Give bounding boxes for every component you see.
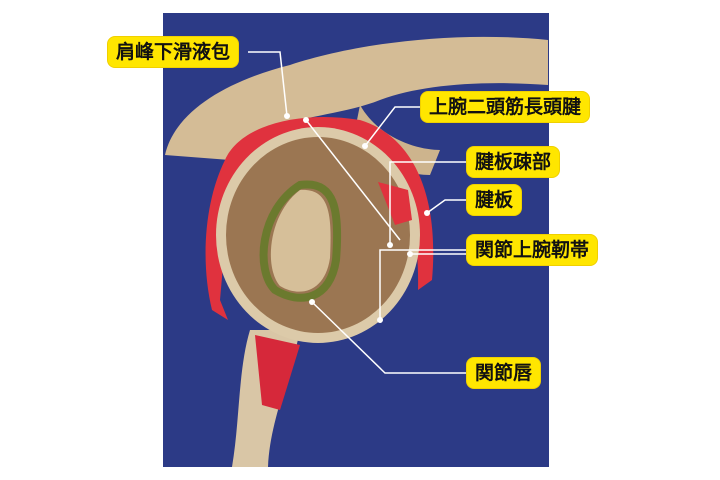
label-labrum: 関節唇 xyxy=(467,358,541,388)
coracoid xyxy=(355,105,440,175)
glenoid-surface xyxy=(270,189,331,292)
red-tissue xyxy=(378,182,412,225)
label-rotator-interval: 腱板疎部 xyxy=(467,147,560,177)
label-biceps-long-head-tendon: 上腕二頭筋長頭腱 xyxy=(421,92,590,122)
muscle-red xyxy=(255,335,300,410)
labrum-ring xyxy=(259,180,342,302)
leader-lines xyxy=(248,51,467,374)
label-glenohumeral-ligament: 関節上腕靭帯 xyxy=(467,235,598,265)
label-rotator-cuff: 腱板 xyxy=(467,185,522,215)
label-subacromial-bursa: 肩峰下滑液包 xyxy=(108,37,239,67)
